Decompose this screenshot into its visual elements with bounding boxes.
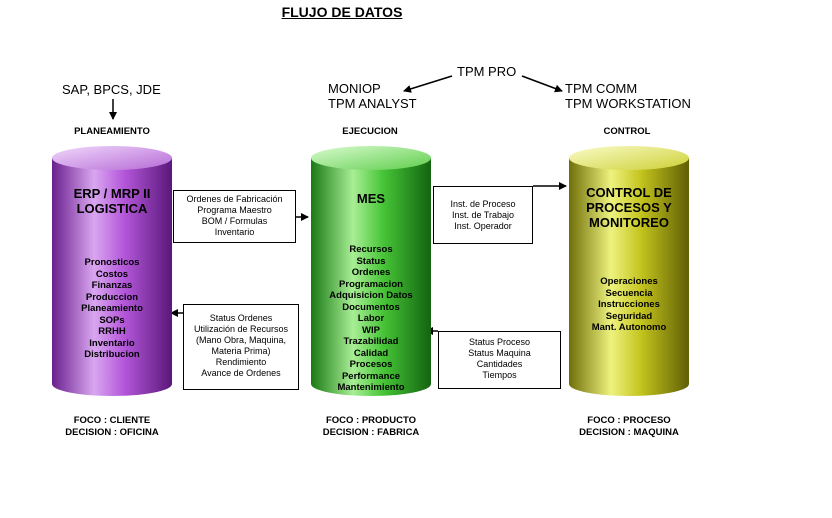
list-item: Adquisicion Datos	[329, 290, 413, 301]
box-mes-to-control: Inst. de Proceso Inst. de Trabajo Inst. …	[433, 186, 533, 244]
tpm-pro-label: TPM PRO	[457, 64, 517, 79]
list-item: Pronosticos	[84, 257, 140, 268]
header-planeamiento: PLANEAMIENTO	[74, 126, 150, 137]
cylinder-erp-title: ERP / MRP II LOGISTICA	[73, 186, 151, 216]
list-item: Procesos	[349, 359, 393, 370]
list-item: Documentos	[342, 301, 400, 313]
cylinder-mes: MES Recursos Status Ordenes Programacion…	[311, 146, 431, 398]
right-systems: TPM COMM TPM WORKSTATION	[565, 81, 691, 111]
left-systems: MONIOP TPM ANALYST	[328, 81, 417, 111]
list-item: Mant. Autonomo	[591, 322, 667, 333]
cylinder-mes-title: MES	[356, 191, 386, 206]
list-item: WIP	[362, 324, 380, 336]
page-title: FLUJO DE DATOS	[281, 4, 403, 20]
list-item: SOPs	[99, 314, 125, 326]
foco-erp: FOCO : CLIENTE DECISION : OFICINA	[65, 415, 159, 438]
list-item: Calidad	[353, 347, 389, 359]
cylinder-control-title: CONTROL DE PROCESOS Y MONITOREO	[586, 185, 672, 230]
list-item: Performance	[341, 370, 401, 382]
list-item: Finanzas	[91, 280, 133, 291]
list-item: RRHH	[98, 326, 126, 337]
cylinder-erp-shape	[52, 146, 172, 396]
cylinder-control-shape	[569, 146, 689, 396]
tpm-pro-left-arrow	[403, 75, 453, 93]
system-moniop: MONIOP	[328, 81, 381, 96]
cylinder-mes-shape	[311, 146, 431, 396]
source-systems: SAP, BPCS, JDE	[62, 82, 161, 97]
cylinder-erp: ERP / MRP II LOGISTICA Pronosticos Costo…	[52, 146, 172, 398]
box-mes-to-erp: Status Ordenes Utilización de Recursos (…	[183, 304, 299, 390]
cylinder-control-items: Operaciones Secuencia Instrucciones Segu…	[569, 276, 689, 334]
box-erp-to-mes: Ordenes de Fabricación Programa Maestro …	[173, 190, 296, 243]
list-item: Mantenimiento	[337, 382, 405, 393]
list-item: Labor	[357, 313, 385, 324]
foco-mes: FOCO : PRODUCTO DECISION : FABRICA	[322, 415, 420, 438]
foco-control: FOCO : PROCESO DECISION : MAQUINA	[579, 415, 679, 438]
list-item: Distribucion	[84, 349, 140, 360]
header-control: CONTROL	[603, 126, 651, 137]
list-item: Trazabilidad	[343, 336, 399, 347]
system-tpm-comm: TPM COMM	[565, 81, 638, 96]
list-item: Seguridad	[605, 310, 653, 322]
header-ejecucion: EJECUCION	[342, 126, 398, 137]
cylinder-control: CONTROL DE PROCESOS Y MONITOREO Operacio…	[569, 146, 689, 398]
list-item: Programacion	[339, 278, 403, 290]
list-item: Recursos	[349, 244, 393, 255]
cylinder-erp-items: Pronosticos Costos Finanzas Produccion P…	[52, 257, 172, 361]
list-item: Planeamiento	[81, 303, 143, 314]
list-item: Status	[356, 255, 386, 267]
tpm-pro-right-arrow	[521, 75, 563, 93]
list-item: Costos	[95, 268, 129, 280]
list-item: Ordenes	[351, 267, 391, 278]
system-tpm-analyst: TPM ANALYST	[328, 96, 417, 111]
list-item: Secuencia	[605, 287, 653, 299]
list-item: Operaciones	[600, 276, 658, 287]
list-item: Inventario	[89, 337, 135, 349]
list-item: Instrucciones	[598, 299, 660, 310]
cylinder-mes-items: Recursos Status Ordenes Programacion Adq…	[311, 244, 431, 394]
system-tpm-workstation: TPM WORKSTATION	[565, 96, 691, 111]
box-control-to-mes: Status Proceso Status Maquina Cantidades…	[438, 331, 561, 389]
list-item: Produccion	[85, 291, 139, 303]
